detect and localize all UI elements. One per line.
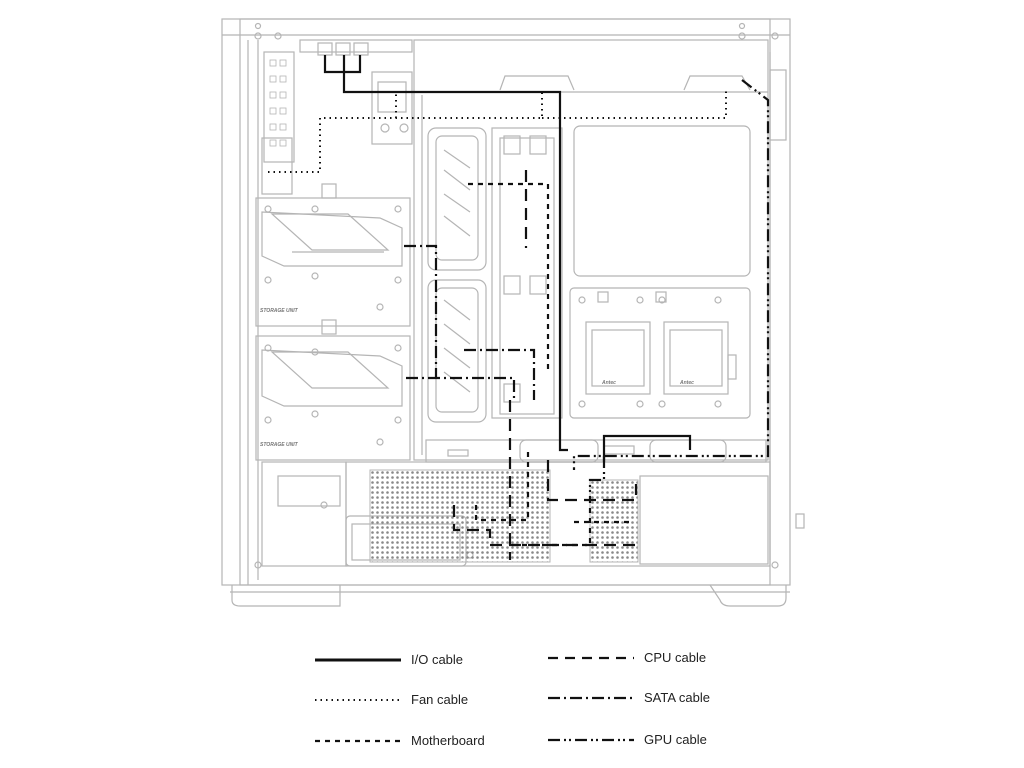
motherboard-cable-route xyxy=(468,182,630,547)
legend-swatch-dash-dot xyxy=(548,696,634,700)
legend-label-io: I/O cable xyxy=(411,652,464,667)
case-cable-routing-diagram: STORAGE UNIT STORAGE UNIT Antec Antec xyxy=(221,18,805,607)
legend-swatch-dashed-short xyxy=(315,739,401,743)
legend-label-motherboard: Motherboard xyxy=(411,733,485,748)
fan-cable-route xyxy=(268,88,727,173)
case-outline xyxy=(221,18,805,607)
legend-label-fan: Fan cable xyxy=(411,692,469,707)
legend-swatch-dotted xyxy=(315,699,401,701)
cpu-cable-route xyxy=(452,170,638,560)
legend-label-sata: SATA cable xyxy=(644,690,710,705)
legend-swatch-solid xyxy=(315,658,401,662)
legend-label-gpu: GPU cable xyxy=(644,732,707,747)
brand-mark-left: Antec xyxy=(601,380,616,386)
storage-unit-label-bottom: STORAGE UNIT xyxy=(260,442,299,448)
legend-label-cpu: CPU cable xyxy=(644,650,707,665)
brand-mark-right: Antec xyxy=(679,380,694,386)
io-cable-route xyxy=(323,55,568,452)
io-cable-route-right xyxy=(602,434,692,462)
psu-mesh-left xyxy=(369,469,551,563)
sata-cable-route xyxy=(404,244,536,400)
legend-swatch-dash-dot-dot xyxy=(548,738,634,742)
gpu-cable-route xyxy=(572,79,770,500)
storage-unit-label-top: STORAGE UNIT xyxy=(260,308,299,314)
legend-swatch-dashed-long xyxy=(548,656,634,660)
